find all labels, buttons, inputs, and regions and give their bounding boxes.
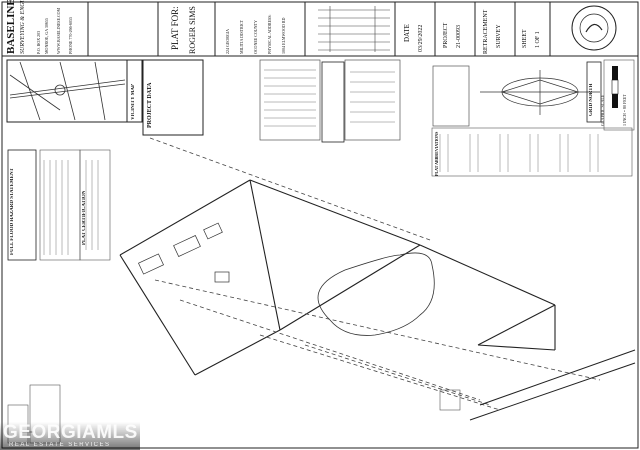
project-label: PROJECT <box>443 22 449 48</box>
grid-north-label: GRID NORTH <box>589 83 594 116</box>
location-line-1: 224 GEORGIA <box>225 29 230 54</box>
watermark-brand: GEORGIAMLS <box>3 422 138 443</box>
company-website: WWW.BASELINESE.COM <box>56 7 61 54</box>
certification-label: PLAT CERTIFICATION <box>82 190 87 245</box>
georgiamls-watermark: GEORGIAMLS REAL ESTATE SERVICES <box>0 422 140 450</box>
project-data-label: PROJECT DATA <box>147 82 153 128</box>
company-subtitle: SURVEYING & ENGINEERING, INC <box>20 0 26 54</box>
location-line-4: PHYSICAL ADDRESS: <box>267 14 272 54</box>
company-city: MONROE, GA 30655 <box>44 18 49 54</box>
scale-note: 1 INCH = 80 FEET <box>622 94 627 126</box>
survey-type-1: RETRACEMENT <box>483 9 489 54</box>
project-number: 21-00093 <box>456 25 462 48</box>
location-line-3: OCONEE COUNTY <box>253 20 258 54</box>
flood-statement-label: FULL FLOOD HAZARD STATEMENT <box>10 168 15 255</box>
watermark-tagline: REAL ESTATE SERVICES <box>9 442 111 448</box>
vicinity-map-label: VICINITY MAP <box>131 83 136 120</box>
plat-for-label: PLAT FOR: <box>170 6 180 50</box>
client-name: ROGER SIMS <box>188 6 197 54</box>
date-label: DATE <box>403 24 411 42</box>
sheet-label: SHEET <box>522 29 528 48</box>
survey-type-2: SURVEY <box>496 24 502 48</box>
location-line-5: 1004 ELMWOOD RD <box>281 17 286 54</box>
graphic-scale-label: GRAPHIC SCALE <box>600 94 605 126</box>
company-phone: PHONE 770-266-6055 <box>68 17 73 54</box>
company-address: P.O. BOX 203 <box>36 30 41 54</box>
sheet-number: 1 OF 1 <box>535 31 541 48</box>
company-name: BASELINE <box>5 0 17 54</box>
date-value: 03/29/2022 <box>418 24 424 52</box>
location-line-2: MILITIA DISTRICT <box>239 19 244 54</box>
plat-abbreviations-label: PLAT ABBREVIATIONS <box>434 131 439 176</box>
